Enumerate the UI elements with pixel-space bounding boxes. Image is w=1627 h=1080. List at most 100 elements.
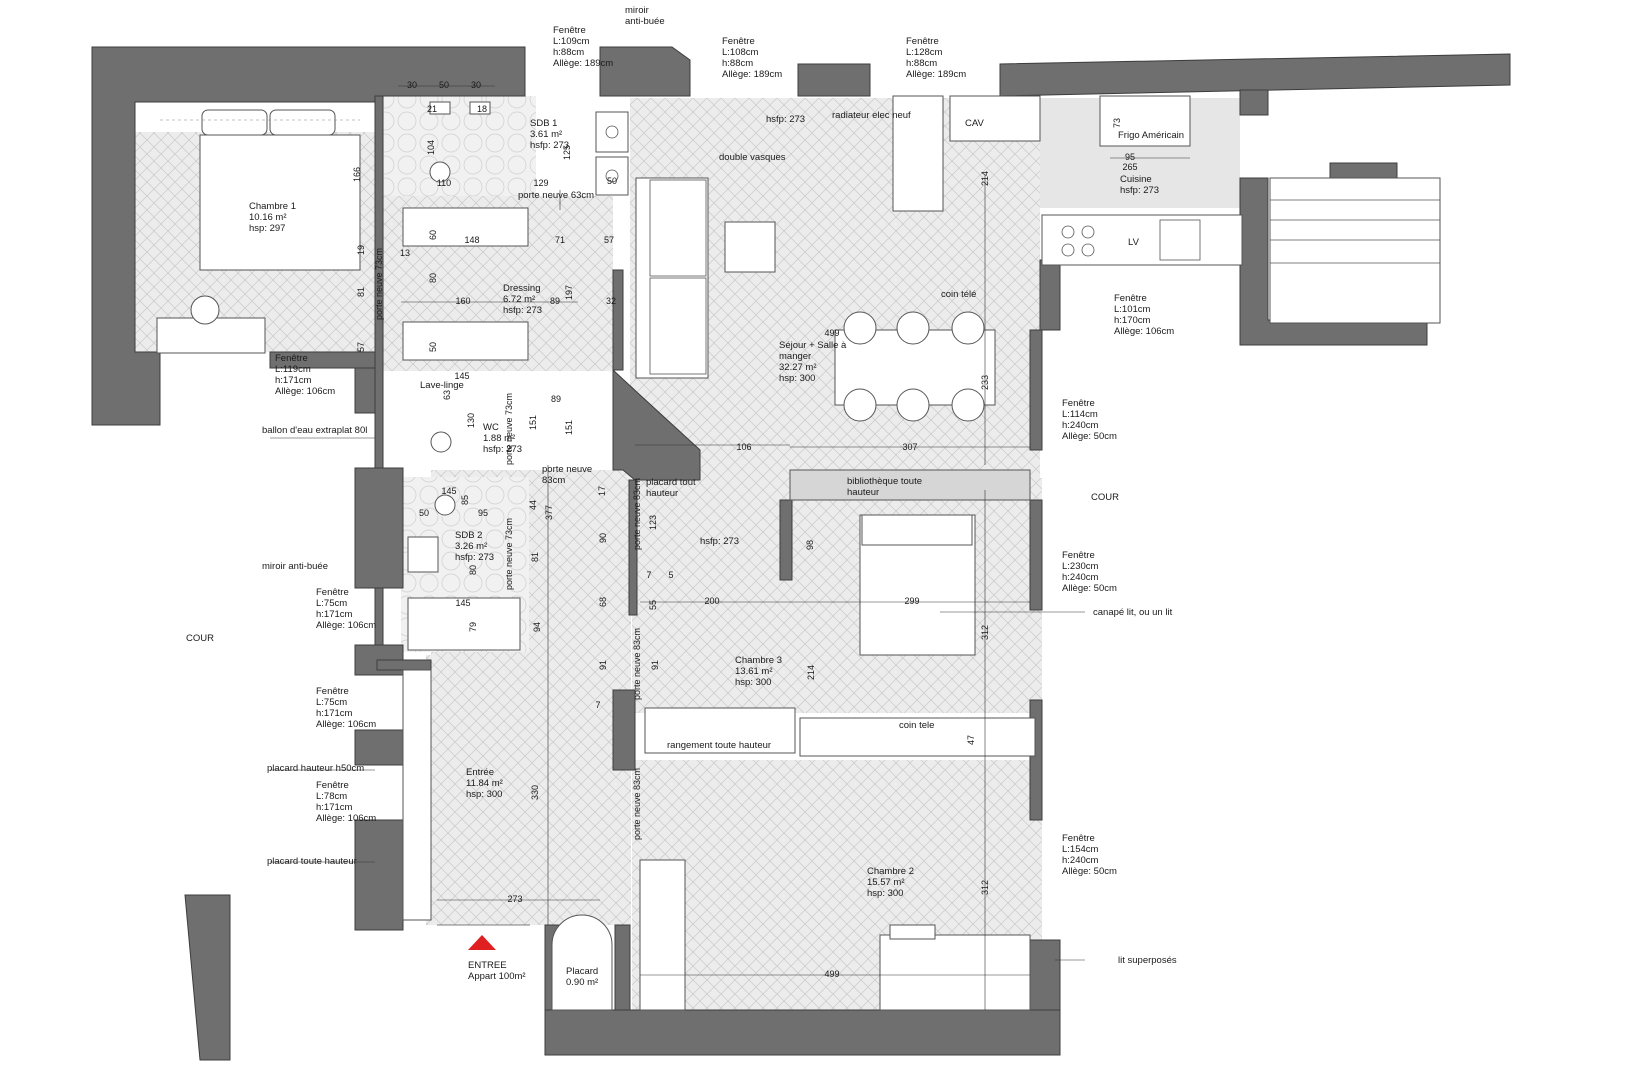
- dim: 312: [980, 624, 990, 640]
- entry-arrow-icon: [468, 935, 496, 950]
- dim: 151: [564, 419, 574, 435]
- dim: 145: [441, 486, 457, 496]
- dim: 130: [466, 412, 476, 428]
- dim: 85: [460, 494, 470, 505]
- furniture: [156, 95, 1441, 1011]
- dim: 81: [356, 286, 366, 297]
- dim: 73: [1112, 117, 1122, 128]
- annotation-entree: ENTREE Appart 100m²: [468, 960, 526, 982]
- annotation-placard-tout: placard tout hauteur: [646, 477, 696, 499]
- dim: 91: [598, 659, 608, 670]
- annotation-porte83: porte neuve 83cm: [542, 464, 593, 486]
- dim: 47: [966, 734, 976, 745]
- annotation-vasques: double vasques: [719, 152, 786, 163]
- annotation-coin-tele2: coin tele: [899, 720, 935, 731]
- dim: 44: [528, 499, 538, 510]
- dim: 50: [428, 341, 438, 352]
- annotation-lv: LV: [1128, 237, 1139, 248]
- dim: 200: [704, 596, 720, 606]
- annotation-miroir: miroir anti-buée: [625, 5, 665, 27]
- room-sdb1: SDB 1 3.61 m² hsfp: 273: [530, 118, 570, 151]
- floors: [135, 96, 1240, 1010]
- dim: 50: [438, 80, 450, 90]
- door-label: porte neuve 73cm: [504, 517, 514, 590]
- annotation-hsfp-mid: hsfp: 273: [700, 536, 740, 547]
- dim: 57: [603, 235, 615, 245]
- annotation-hsfp: hsfp: 273: [766, 114, 806, 125]
- annotation-placard-toute: placard toute hauteur: [267, 856, 357, 867]
- dim: 89: [549, 296, 561, 306]
- dim: 499: [824, 328, 840, 338]
- annotation-frigo: Frigo Américain: [1118, 130, 1184, 141]
- dim: 50: [418, 508, 430, 518]
- annotation-miroir-left: miroir anti-buée: [262, 561, 328, 572]
- dim: 79: [468, 621, 478, 632]
- dim: 110: [436, 178, 452, 188]
- dim: 19: [356, 244, 366, 255]
- dim: 125: [562, 144, 572, 160]
- room-placard: Placard 0.90 m²: [566, 966, 599, 988]
- coffee-table: [724, 221, 776, 273]
- dim: 214: [806, 664, 816, 680]
- window-label: Fenêtre L:109cm h:88cm Allège: 189cm: [553, 25, 614, 69]
- annotation-coin-tele: coin télé: [941, 289, 977, 300]
- dim: 90: [598, 532, 608, 543]
- dim: 129: [533, 178, 549, 188]
- window-label: Fenêtre L:114cm h:240cm Allège: 50cm: [1062, 398, 1117, 442]
- room-dressing: Dressing 6.72 m² hsfp: 273: [503, 283, 543, 316]
- door-label: porte neuve 83cm: [632, 477, 642, 550]
- dim: 95: [1124, 152, 1136, 162]
- dim: 312: [980, 879, 990, 895]
- window-label: Fenêtre L:128cm h:88cm Allège: 189cm: [906, 36, 967, 80]
- dim: 71: [554, 235, 566, 245]
- dim: 32: [605, 296, 617, 306]
- room-chambre2: Chambre 2 15.57 m² hsp: 300: [867, 866, 914, 899]
- dim: 5: [668, 570, 674, 580]
- dim: 21: [426, 104, 438, 114]
- window-label: Fenêtre L:108cm h:88cm Allège: 189cm: [722, 36, 783, 80]
- door-label: porte neuve 83cm: [632, 627, 642, 700]
- room-wc: WC 1.88 m² hsfp: 273: [483, 422, 523, 455]
- dim: 7: [595, 700, 601, 710]
- dim: 151: [528, 414, 538, 430]
- dim: 89: [550, 394, 562, 404]
- window-label: Fenêtre L:75cm h:171cm Allège: 106cm: [316, 686, 377, 730]
- dim: 499: [824, 969, 840, 979]
- dim: 197: [564, 284, 574, 300]
- dim: 60: [428, 229, 438, 240]
- window-label: Fenêtre L:75cm h:171cm Allège: 106cm: [316, 587, 377, 631]
- desk: [156, 317, 266, 354]
- dim: 307: [902, 442, 918, 452]
- dim: 273: [507, 894, 523, 904]
- dim: 7: [646, 570, 652, 580]
- dim: 80: [468, 564, 478, 575]
- dim: 160: [455, 296, 471, 306]
- dim: 17: [597, 485, 607, 496]
- dim: 265: [1122, 162, 1138, 172]
- dim: 91: [650, 659, 660, 670]
- dim: 145: [454, 371, 470, 381]
- dim: 330: [530, 784, 540, 800]
- dim: 68: [598, 596, 608, 607]
- dim: 13: [399, 248, 411, 258]
- window-label: Fenêtre L:78cm h:171cm Allège: 106cm: [316, 780, 377, 824]
- window-label: Fenêtre L:230cm h:240cm Allège: 50cm: [1062, 550, 1117, 594]
- dim: 148: [464, 235, 480, 245]
- dim: 30: [470, 80, 482, 90]
- dim: 145: [455, 598, 471, 608]
- room-sdb2: SDB 2 3.26 m² hsfp: 273: [455, 530, 495, 563]
- dim: 57: [356, 341, 366, 352]
- dim: 377: [544, 504, 554, 520]
- door-label: porte neuve 73cm: [504, 392, 514, 465]
- dim: 55: [648, 599, 658, 610]
- window-label: Fenêtre L:119cm h:171cm Allège: 106cm: [275, 353, 336, 397]
- dim: 50: [606, 176, 618, 186]
- dim: 18: [476, 104, 488, 114]
- annotation-ballon: ballon d'eau extraplat 80l: [262, 425, 368, 436]
- annotation-porte63: porte neuve 63cm: [518, 190, 595, 201]
- dim: 30: [406, 80, 418, 90]
- dim: 214: [980, 170, 990, 186]
- annotation-cour-left: COUR: [186, 633, 214, 644]
- dim: 94: [532, 621, 542, 632]
